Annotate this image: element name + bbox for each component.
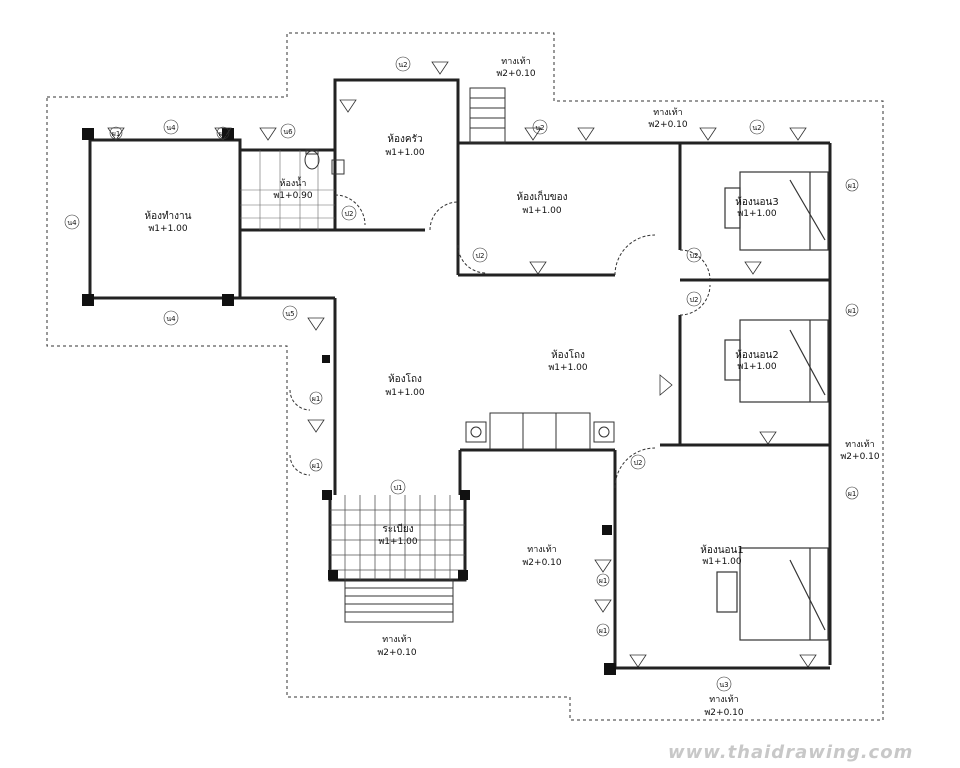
- room-level: พ1+1.00: [548, 363, 588, 373]
- sofa-icon: [465, 412, 615, 450]
- room-labels: ห้องทำงาน พ1+1.00 ห้องน้ำ พ1+0.90 ห้องคร…: [144, 133, 778, 567]
- room-name: ห้องทำงาน: [144, 210, 191, 222]
- room-name: ห้องเก็บของ: [516, 189, 567, 203]
- door-tag-p2: ป2: [690, 252, 699, 260]
- window-tag: ผ1: [219, 130, 228, 138]
- window-tag: ผ1: [312, 395, 321, 403]
- window-tag-w4: น4: [166, 315, 176, 323]
- site-boundary: [46, 32, 884, 721]
- window-tag-w6: น6: [283, 128, 293, 136]
- room-name: ห้องนอน1: [700, 544, 744, 556]
- room-level: พ1+1.00: [148, 224, 188, 234]
- room-name: ห้องโถง: [388, 372, 422, 385]
- door-tag-p1: ป1: [394, 484, 403, 492]
- window-tag: ผ1: [312, 462, 321, 470]
- door-tag-p2: ป2: [690, 296, 699, 304]
- tag-labels: ผ1 ผ1 น4 น4 น4 น6 น5 น2 น2 น2 น3 ป1 ป2 ป…: [64, 56, 859, 692]
- walkway-level: พ2+0.10: [522, 558, 562, 568]
- walkway-name: ทางเท้า: [382, 634, 411, 645]
- window-tag: ผ1: [848, 490, 857, 498]
- walkway-level: พ2+0.10: [648, 120, 688, 130]
- room-name: ห้องน้ำ: [280, 176, 307, 189]
- room-level: พ1+1.00: [702, 557, 742, 567]
- window-tag-w4: น4: [166, 124, 176, 132]
- room-name: ห้องโถง: [551, 348, 585, 361]
- room-name: ห้องครัว: [387, 133, 422, 145]
- window-tag-w3: น3: [719, 681, 728, 689]
- walkway-name: ทางเท้า: [845, 439, 874, 450]
- porch-steps: [344, 87, 506, 623]
- toilet-icon: [304, 149, 345, 175]
- window-tag: ผ1: [848, 307, 857, 315]
- bathroom-tiles: [240, 150, 335, 230]
- walkway-name: ทางเท้า: [653, 107, 682, 118]
- door-swings: [289, 194, 711, 489]
- room-name: ห้องนอน2: [735, 349, 779, 361]
- room-level: พ1+1.00: [522, 206, 562, 216]
- window-tag-w4: น4: [67, 219, 77, 227]
- watermark: www.thaidrawing.com: [668, 742, 913, 763]
- window-tag-w2: น2: [752, 124, 761, 132]
- room-level: พ1+1.00: [378, 537, 418, 547]
- door-tag-p2: ป2: [345, 210, 354, 218]
- walls: [88, 78, 832, 670]
- room-level: พ1+1.00: [737, 362, 777, 372]
- walkway-name: ทางเท้า: [501, 56, 530, 67]
- window-tag: ผ1: [112, 130, 121, 138]
- walkway-level: พ2+0.10: [377, 648, 417, 658]
- walkway-name: ทางเท้า: [709, 694, 738, 705]
- walkway-level: พ2+0.10: [496, 69, 536, 79]
- room-level: พ1+1.00: [385, 388, 425, 398]
- window-tag-w5: น5: [285, 310, 294, 318]
- room-level: พ1+0.90: [273, 191, 313, 201]
- column-markers: [82, 128, 616, 675]
- door-tag-p2: ป2: [476, 252, 485, 260]
- walkway-level: พ2+0.10: [840, 452, 880, 462]
- walkway-labels: ทางเท้า พ2+0.10 ทางเท้า พ2+0.10 ทางเท้า …: [377, 56, 880, 718]
- window-tag: ผ1: [848, 182, 857, 190]
- walkway-name: ทางเท้า: [527, 544, 556, 555]
- room-name: ระเบียง: [382, 523, 413, 535]
- window-tag-w2: น2: [535, 124, 544, 132]
- bed-icon: [716, 171, 829, 641]
- room-level: พ1+1.00: [385, 148, 425, 158]
- room-level: พ1+1.00: [737, 209, 777, 219]
- porch-tiles: [330, 495, 465, 580]
- window-tag-w2: น2: [398, 61, 407, 69]
- door-tag-p2: ป2: [634, 459, 643, 467]
- window-tag: ผ1: [599, 627, 608, 635]
- window-tag: ผ1: [599, 577, 608, 585]
- window-symbols: [107, 61, 817, 668]
- walkway-level: พ2+0.10: [704, 708, 744, 718]
- room-name: ห้องนอน3: [735, 196, 779, 208]
